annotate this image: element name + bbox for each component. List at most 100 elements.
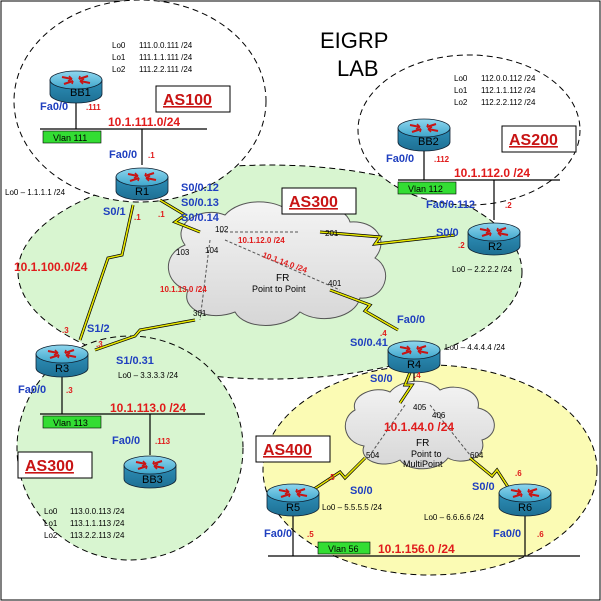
- bb1-name: BB1: [70, 87, 91, 99]
- r4-s0-0-ip: .4: [414, 371, 421, 380]
- r6-name: R6: [518, 502, 532, 514]
- r4-s0-0-41: S0/0.41: [350, 337, 388, 349]
- r5-s0-0: S0/0: [350, 485, 373, 497]
- bb3-ip: .113: [155, 437, 171, 446]
- r4-name: R4: [407, 359, 421, 371]
- subnet-10-1-12: 10.1.12.0 /24: [238, 236, 285, 245]
- r6-s0-0: S0/0: [472, 481, 495, 493]
- bb2-lo0-ip: 112.0.0.112 /24: [481, 74, 536, 83]
- bb3-lo1-ip: 113.1.1.113 /24: [70, 519, 125, 528]
- bb2-lo2-ip: 112.2.2.112 /24: [481, 98, 536, 107]
- subnet-10-1-111: 10.1.111.0/24: [108, 115, 180, 129]
- r3-fa: Fa0/0: [18, 384, 46, 396]
- r4-s0-0: S0/0: [370, 373, 393, 385]
- as300-bottom-label: AS300: [25, 458, 74, 475]
- fr2-type-line1: Point to: [411, 449, 442, 459]
- r3-s1-2-ip-a: .3: [62, 326, 69, 335]
- r1-s0-0-13: S0/0.13: [181, 197, 219, 209]
- bb2-lo2: Lo2: [454, 98, 468, 107]
- r6-loopback: Lo0 – 6.6.6.6 /24: [424, 513, 485, 522]
- r6-fa-ip: .6: [537, 530, 544, 539]
- dlci-401: 401: [328, 279, 342, 288]
- dlci-604: 604: [470, 451, 484, 460]
- dlci-405: 405: [413, 403, 427, 412]
- fr2-type-line2: MultiPoint: [403, 459, 443, 469]
- r1-fr-ip: .1: [158, 210, 165, 219]
- r1-s0-1: S0/1: [103, 206, 126, 218]
- as400-label: AS400: [263, 442, 312, 459]
- r5-loopback: Lo0 – 5.5.5.5 /24: [322, 503, 383, 512]
- vlan56-label: Vlan 56: [328, 544, 359, 554]
- as400-area: [262, 364, 598, 576]
- subnet-10-1-113: 10.1.113.0 /24: [110, 401, 186, 415]
- diagram-title-line2: LAB: [337, 56, 379, 81]
- bb2-name: BB2: [418, 136, 439, 148]
- r2-fa: Fa0/0.112: [426, 199, 475, 211]
- bb1-lo2: Lo2: [112, 65, 126, 74]
- r2-s0-0-ip: .2: [458, 241, 465, 250]
- r2-name: R2: [488, 241, 502, 253]
- r2-loopback: Lo0 – 2.2.2.2 /24: [452, 265, 513, 274]
- r4-loopback: Lo0 – 4.4.4.4 /24: [445, 343, 506, 352]
- bb2-lo1-ip: 112.1.1.112 /24: [481, 86, 536, 95]
- r1-loopback: Lo0 – 1.1.1.1 /24: [5, 188, 66, 197]
- as100-label: AS100: [163, 92, 212, 109]
- dlci-102: 102: [215, 225, 229, 234]
- dlci-406: 406: [432, 411, 446, 420]
- bb2-lo0: Lo0: [454, 74, 468, 83]
- r1-fa: Fa0/0: [109, 149, 137, 161]
- r5-s0-0-ip: .5: [328, 473, 335, 482]
- bb2-intf: Fa0/0: [386, 153, 414, 165]
- r1-s0-0-14: S0/0.14: [181, 212, 220, 224]
- bb3-lo0-ip: 113.0.0.113 /24: [70, 507, 125, 516]
- dlci-104: 104: [205, 246, 219, 255]
- r1-fa-ip: .1: [148, 151, 155, 160]
- r3-name: R3: [55, 363, 69, 375]
- r6-fa: Fa0/0: [493, 528, 521, 540]
- fr-cloud-point-to-multipoint: [344, 380, 495, 470]
- as200-area: [357, 54, 581, 206]
- r4-s0-0-41-ip: .4: [380, 329, 387, 338]
- r3-fa-ip: .3: [66, 386, 73, 395]
- r3-s1-2: S1/2: [87, 323, 110, 335]
- r5-fa-ip: .5: [307, 530, 314, 539]
- r3-s1-0-31: S1/0.31: [116, 355, 154, 367]
- dlci-103: 103: [176, 248, 190, 257]
- bb1-ip: .111: [86, 103, 101, 112]
- fr1-type: Point to Point: [252, 284, 306, 294]
- vlan111-label: Vlan 111: [53, 133, 87, 143]
- bb1-lo1-ip: 111.1.1.111 /24: [139, 53, 193, 62]
- dlci-504: 504: [366, 451, 380, 460]
- bb1-lo2-ip: 111.2.2.111 /24: [139, 65, 193, 74]
- r5-fa: Fa0/0: [264, 528, 292, 540]
- r4-fa: Fa0/0: [397, 314, 425, 326]
- bb2-ip: .112: [434, 155, 450, 164]
- as100-area: [13, 0, 267, 203]
- bb3-intf: Fa0/0: [112, 435, 140, 447]
- subnet-10-1-112: 10.1.112.0 /24: [454, 166, 530, 180]
- r3-loopback: Lo0 – 3.3.3.3 /24: [118, 371, 179, 380]
- r3-s1-2-ip-b: .3: [96, 340, 103, 349]
- bb2-lo1: Lo1: [454, 86, 468, 95]
- bb1-lo0-ip: 111.0.0.111 /24: [139, 41, 193, 50]
- as200-label: AS200: [509, 132, 558, 149]
- r1-name: R1: [135, 186, 149, 198]
- r2-s0-0: S0/0: [436, 227, 459, 239]
- dlci-301: 301: [193, 309, 207, 318]
- bb3-lo2-ip: 113.2.2.113 /24: [70, 531, 125, 540]
- fr1-label: FR: [276, 273, 289, 284]
- bb1-lo1: Lo1: [112, 53, 126, 62]
- bb1-intf: Fa0/0: [40, 101, 68, 113]
- r1-s0-0-12: S0/0.12: [181, 182, 219, 194]
- vlan113-label: Vlan 113: [53, 418, 88, 428]
- r2-fa-ip: .2: [505, 201, 512, 210]
- subnet-10-1-156: 10.1.156.0 /24: [378, 542, 455, 556]
- vlan112-label: Vlan 112: [408, 184, 443, 194]
- bb3-name: BB3: [142, 474, 163, 486]
- as300-lower-area: [16, 335, 244, 561]
- subnet-10-1-13: 10.1.13.0 /24: [160, 285, 207, 294]
- diagram-title-line1: EIGRP: [320, 28, 388, 53]
- bb3-lo2: Lo2: [44, 531, 58, 540]
